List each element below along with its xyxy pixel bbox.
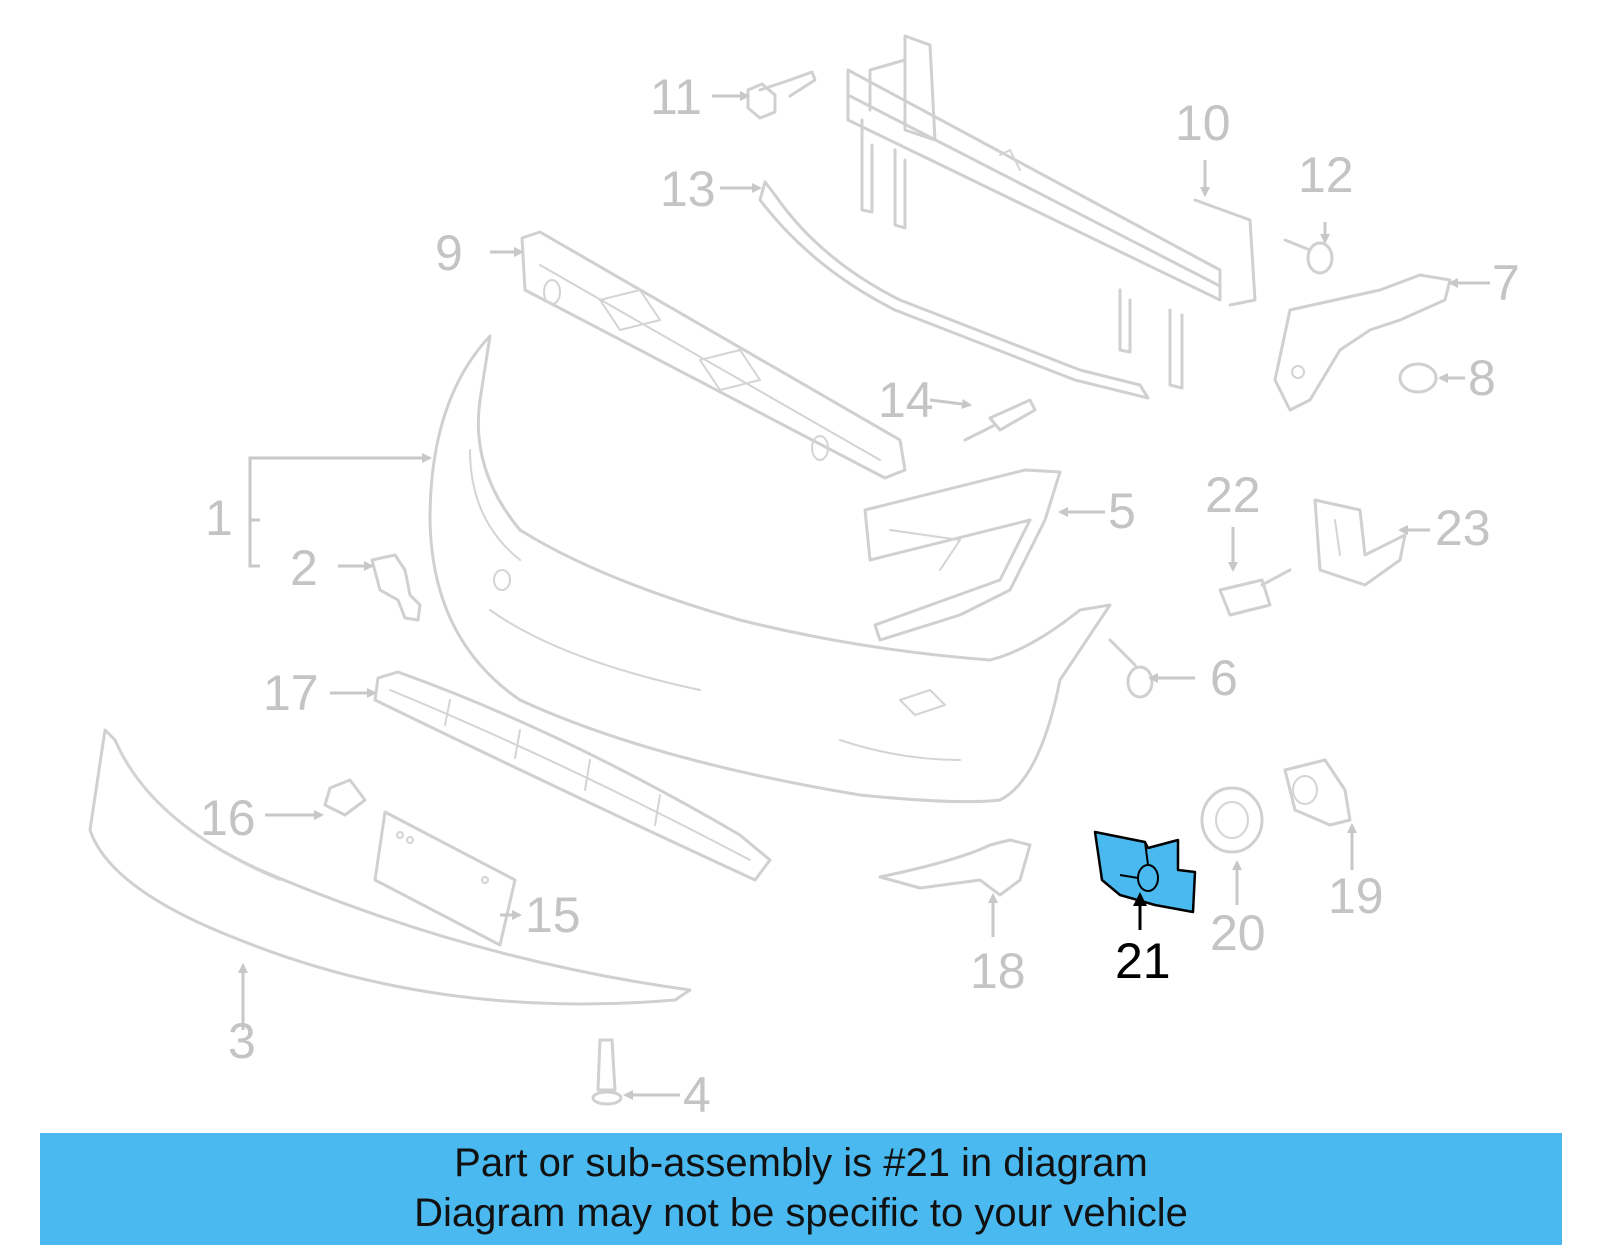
part-7-bracket — [1273, 273, 1452, 412]
caption-banner: Part or sub-assembly is #21 in diagram D… — [40, 1133, 1562, 1245]
callout-17: 17 — [263, 665, 319, 721]
part-6-pin — [1108, 638, 1154, 699]
part-15-plate-bracket — [373, 810, 517, 947]
callout-6: 6 — [1210, 650, 1238, 706]
part-16-clip — [323, 778, 367, 817]
leader-lines — [238, 91, 1490, 1100]
callout-8: 8 — [1468, 350, 1496, 406]
part-11-bolt — [746, 70, 817, 120]
part-14-rivet — [963, 398, 1037, 442]
callout-5: 5 — [1108, 483, 1136, 539]
callout-20: 20 — [1210, 905, 1266, 961]
callout-23: 23 — [1435, 500, 1491, 556]
callout-10: 10 — [1175, 95, 1231, 151]
callout-18: 18 — [970, 943, 1026, 999]
callout-9: 9 — [435, 225, 463, 281]
part-23-bracket — [1313, 498, 1407, 587]
callout-3: 3 — [228, 1013, 256, 1069]
part-10-reinforcement-bar — [846, 34, 1257, 390]
callout-16: 16 — [200, 790, 256, 846]
callout-12: 12 — [1298, 147, 1354, 203]
part-3-spoiler — [88, 728, 692, 1006]
part-13-strip — [758, 180, 1150, 400]
callout-1: 1 — [205, 490, 233, 546]
part-20-ring — [1200, 786, 1264, 854]
callout-13: 13 — [660, 161, 716, 217]
part-5-bracket — [863, 468, 1062, 642]
part-21-highlighted-bracket — [1093, 830, 1197, 914]
callout-7: 7 — [1492, 255, 1520, 311]
part-4-screw — [591, 1038, 623, 1106]
caption-line-part-number: Part or sub-assembly is #21 in diagram — [454, 1141, 1148, 1185]
part-17-grille — [373, 670, 772, 882]
callout-labels: 1 2 3 4 5 6 7 8 9 10 11 12 13 14 15 16 1… — [200, 69, 1520, 1123]
callout-22: 22 — [1205, 467, 1261, 523]
part-12-pin — [1283, 238, 1334, 275]
part-19-sensor-housing — [1283, 758, 1352, 827]
part-18-trim — [878, 838, 1032, 897]
caption-line-disclaimer: Diagram may not be specific to your vehi… — [414, 1191, 1188, 1235]
callout-15: 15 — [525, 887, 581, 943]
part-8-grommet — [1398, 362, 1438, 394]
callout-21-selected: 21 — [1115, 933, 1171, 989]
callout-2: 2 — [290, 540, 318, 596]
part-22-sensor — [1218, 568, 1292, 617]
callout-4: 4 — [683, 1067, 711, 1123]
callout-11: 11 — [650, 69, 702, 125]
callout-14: 14 — [878, 372, 934, 428]
part-2-cover — [370, 553, 422, 622]
callout-19: 19 — [1328, 868, 1384, 924]
part-9-energy-absorber — [520, 230, 907, 480]
part-1-bumper-cover — [428, 334, 1112, 804]
parts-diagram: 1 2 3 4 5 6 7 8 9 10 11 12 13 14 15 16 1… — [88, 34, 1520, 1123]
